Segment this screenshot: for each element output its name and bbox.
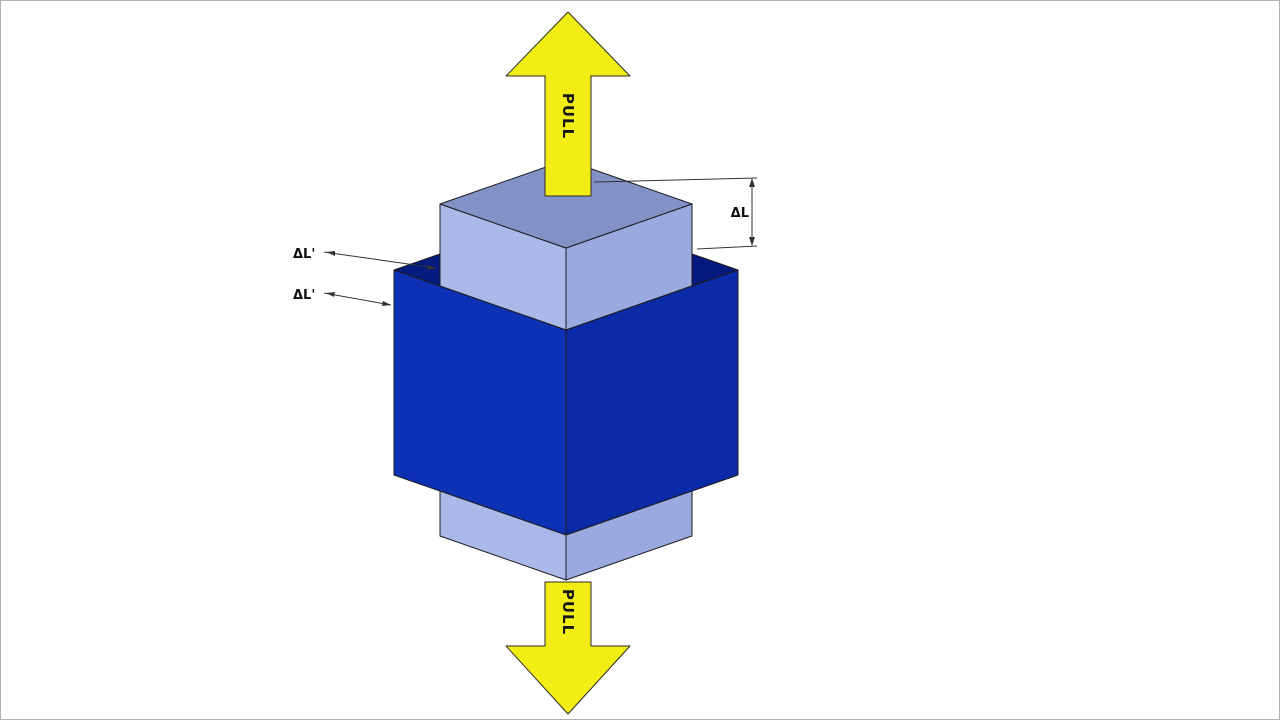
arrowhead-up-icon — [749, 178, 755, 187]
specimen-lower-side-face — [565, 490, 693, 581]
extension-line-bottom — [696, 245, 758, 250]
dimension-delta-l-prime-upper: ΔL' — [293, 247, 437, 270]
arrowhead-down-icon — [749, 237, 755, 246]
specimen-top-face — [439, 159, 693, 249]
arrowhead-leader-lower-start-icon — [326, 292, 335, 297]
pull-arrow-down: PULL — [505, 581, 631, 715]
extension-line-top — [593, 177, 758, 183]
arrowhead-leader-upper-start-icon — [326, 251, 335, 256]
pull-label-bottom: PULL — [559, 589, 577, 635]
delta-l-label: ΔL — [731, 206, 749, 221]
delta-l-prime-lower-label: ΔL' — [293, 288, 315, 303]
pull-label-top: PULL — [559, 93, 577, 139]
dimension-delta-l: ΔL — [593, 177, 758, 250]
leader-line-lower — [323, 292, 392, 306]
specimen-lower — [439, 490, 693, 581]
arrowhead-leader-upper-end-icon — [427, 265, 436, 270]
pull-arrow-down-icon — [505, 581, 631, 715]
delta-l-prime-upper-label: ΔL' — [293, 247, 315, 262]
dimension-delta-l-prime-lower: ΔL' — [293, 288, 392, 306]
pull-arrow-up-icon — [505, 11, 631, 197]
cube-side-face — [565, 269, 739, 536]
cube-body — [393, 269, 739, 536]
specimen-upper — [439, 159, 693, 331]
arrowhead-leader-lower-end-icon — [382, 301, 391, 306]
leader-line-upper — [323, 251, 437, 269]
pull-arrow-up: PULL — [505, 11, 631, 197]
